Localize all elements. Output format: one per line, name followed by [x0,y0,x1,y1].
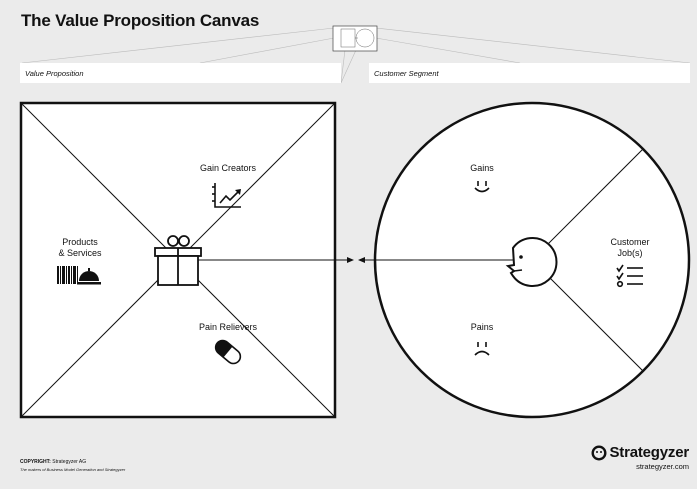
pains-label: Pains [470,322,494,332]
customer-jobs-line1: Customer [610,237,650,247]
service-bell-icon [77,268,101,285]
smile-icon [474,181,490,193]
products-services-label: Products & Services [40,237,120,259]
fit-arrows [198,257,376,263]
canvas-thumbnail [332,25,378,52]
chart-up-icon [212,183,241,208]
copyright-notice: COPYRIGHT: Strategyzer AG The makers of … [20,459,125,474]
pill-icon [214,339,242,365]
gains-label: Gains [470,163,494,173]
copyright-tagline: The makers of Business Model Generation … [20,467,126,472]
thumbnail-connectors [21,27,691,84]
gift-icon [154,235,202,286]
customer-face-icon [505,237,558,287]
checklist-icon [616,264,643,288]
page-title: The Value Proposition Canvas [21,11,260,30]
customer-segment-label: Customer Segment [374,69,439,78]
products-services-line1: Products [62,237,98,247]
strategyzer-logo-icon [591,444,607,461]
pain-relievers-label: Pain Relievers [198,322,258,332]
frown-icon [474,342,490,356]
products-services-line2: & Services [58,248,102,258]
brand-name: Strategyzer [609,444,689,461]
customer-jobs-label: Customer Job(s) [595,237,665,259]
copyright-label: COPYRIGHT: [20,459,51,465]
value-proposition-label: Value Proposition [25,69,84,78]
brand-url[interactable]: strategyzer.com [636,462,689,471]
customer-jobs-line2: Job(s) [617,248,643,258]
barcode-icon [57,266,78,284]
customer-segment-field[interactable]: Customer Segment [369,63,690,83]
value-proposition-field[interactable]: Value Proposition [20,63,341,83]
strategyzer-logo[interactable]: Strategyzer [591,444,689,461]
copyright-owner: Strategyzer AG [52,459,87,465]
gain-creators-label: Gain Creators [199,163,257,173]
